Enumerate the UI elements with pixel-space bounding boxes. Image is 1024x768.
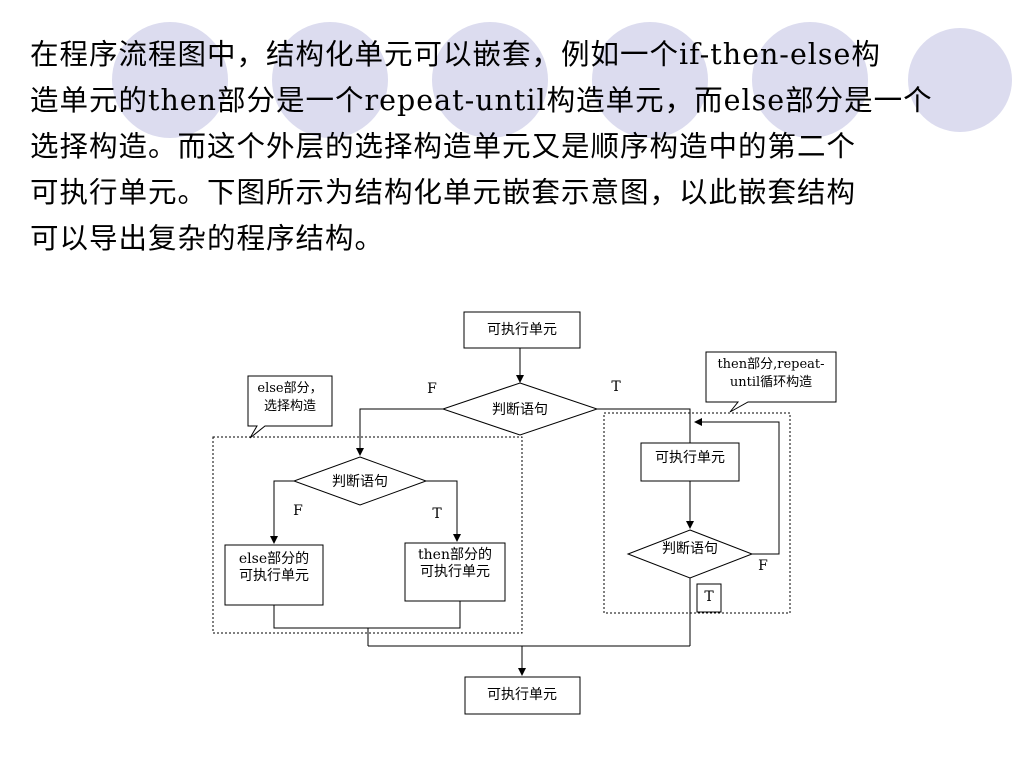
loop-back-arrow (694, 418, 780, 555)
then-callout (705, 351, 837, 413)
inner-false-arrow (270, 480, 294, 544)
inner-merge-line (273, 601, 461, 629)
else-unit-box (224, 544, 324, 606)
else-callout-line2: 选择构造 (264, 399, 316, 414)
then-callout-line1: then部分,repeat- (717, 357, 824, 372)
main-true-arrow (597, 408, 694, 453)
else-unit-line1: else部分的 (239, 551, 309, 567)
loop-unit-box (640, 442, 740, 482)
decor-circle (908, 28, 1012, 132)
decor-circle (752, 22, 868, 138)
main-decision-label: 判断语句 (492, 402, 548, 418)
paragraph-line: 可以导出复杂的程序结构。 (30, 222, 385, 255)
loop-true-label: T (704, 589, 714, 605)
paragraph-line: 可执行单元。下图所示为结构化单元嵌套示意图，以此嵌套结构 (30, 176, 857, 209)
else-callout-line1: else部分， (257, 381, 322, 396)
else-callout (247, 375, 333, 439)
loop-decision-label: 判断语句 (662, 541, 718, 557)
else-region (212, 436, 523, 634)
bottom-unit-label: 可执行单元 (487, 687, 557, 703)
bottom-unit-box (464, 676, 581, 715)
main-true-label: T (611, 379, 621, 395)
paragraph-line: 造单元的then部分是一个repeat-until构造单元，而else部分是一个 (30, 84, 933, 117)
inner-decision-diamond (292, 456, 428, 506)
decor-circle (592, 22, 708, 138)
paragraph-line: 选择构造。而这个外层的选择构造单元又是顺序构造中的第二个 (30, 130, 857, 163)
then-region (603, 412, 791, 614)
main-false-arrow (356, 408, 443, 456)
decor-circle (432, 22, 548, 138)
top-unit-label: 可执行单元 (487, 322, 557, 338)
inner-decision-label: 判断语句 (332, 474, 388, 490)
paragraph-line: 在程序流程图中，结构化单元可以嵌套，例如一个if-then-else构 (30, 38, 881, 71)
loop-true-box (696, 583, 722, 613)
loop-unit-label: 可执行单元 (655, 450, 725, 466)
inner-true-label: T (432, 506, 442, 522)
then-unit-box (404, 542, 506, 602)
else-unit-line2: 可执行单元 (239, 568, 309, 584)
main-false-label: F (427, 381, 437, 397)
then-unit-line1: then部分的 (418, 547, 492, 563)
then-callout-line2: until循环构造 (730, 375, 812, 390)
decor-circle (272, 22, 388, 138)
top-unit-box (463, 311, 581, 349)
main-decision-diamond (441, 382, 599, 436)
decor-circle (112, 22, 228, 138)
decorative-circles (112, 22, 1012, 138)
intro-paragraph: 在程序流程图中，结构化单元可以嵌套，例如一个if-then-else构 造单元的… (30, 32, 994, 262)
inner-false-label: F (293, 503, 303, 519)
then-unit-line2: 可执行单元 (420, 564, 490, 580)
loop-false-label: F (758, 558, 768, 574)
inner-true-arrow (426, 480, 461, 542)
